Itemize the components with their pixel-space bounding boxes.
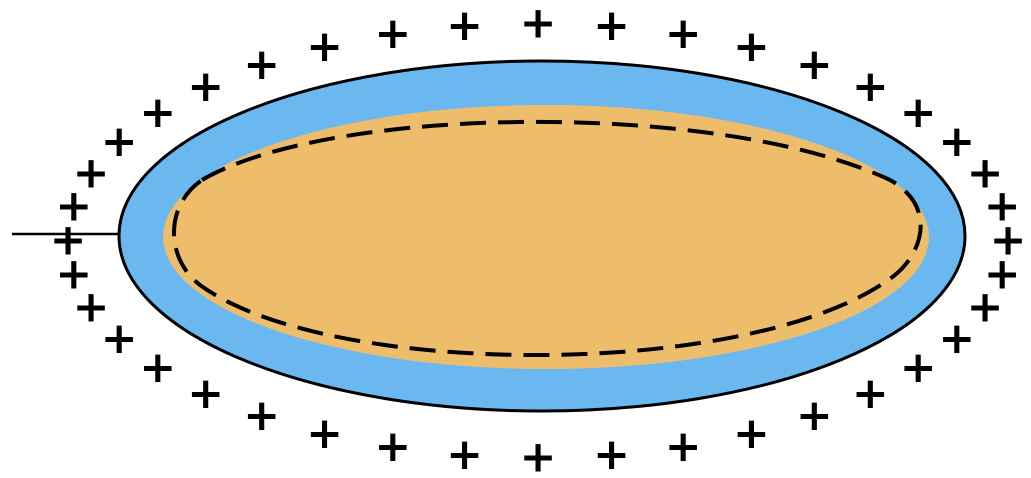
plus-sign: + [852,61,889,112]
plus-sign: + [446,0,483,51]
plus-sign: + [593,0,630,51]
plus-sign: + [733,408,770,459]
plus-sign: + [520,432,557,478]
plus-sign: + [187,368,224,419]
plus-sign: + [665,8,702,59]
plus-sign: + [796,390,833,441]
plus-sign: + [852,368,889,419]
plus-sign: + [374,421,411,472]
plus-sign: + [374,8,411,59]
plus-sign: + [139,342,176,393]
plus-sign: + [900,342,937,393]
plus-sign: + [306,408,343,459]
plus-sign: + [243,39,280,90]
plus-sign: + [900,87,937,138]
plus-sign: + [796,39,833,90]
plus-sign: + [938,313,975,364]
inner-core [163,105,929,369]
plus-sign: + [139,87,176,138]
plus-sign: + [665,421,702,472]
plus-sign: + [187,61,224,112]
plus-sign: + [243,390,280,441]
plus-sign: + [101,116,138,167]
plus-sign: + [984,181,1021,232]
plus-sign: + [733,21,770,72]
plus-sign: + [446,429,483,478]
plus-sign: + [306,21,343,72]
plus-sign: + [593,429,630,478]
plus-sign: + [520,0,557,49]
